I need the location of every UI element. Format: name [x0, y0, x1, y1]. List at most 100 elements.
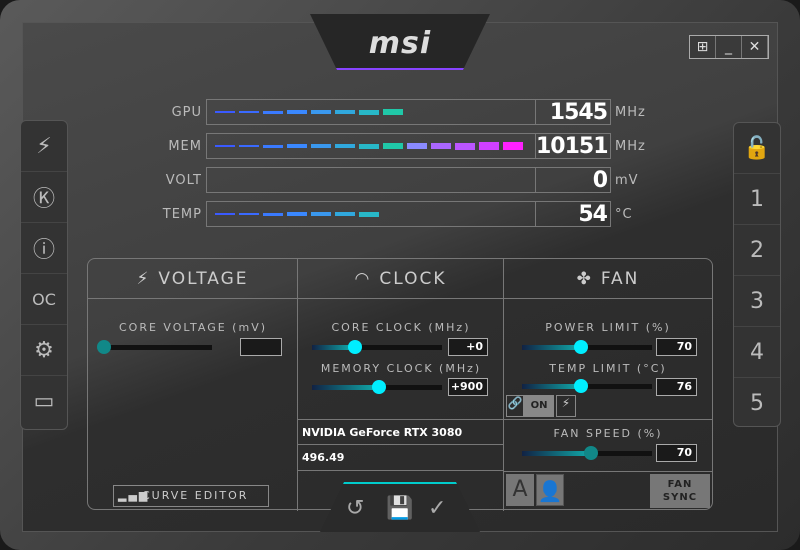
- monitor-label: VOLT: [165, 172, 202, 188]
- memory-clock-input[interactable]: +900: [448, 378, 488, 396]
- info-icon[interactable]: ⓘ: [21, 223, 67, 274]
- speedometer-icon: ◠: [354, 268, 372, 289]
- bar-segment: [215, 213, 235, 215]
- voltage-section: ⚡ VOLTAGE CORE VOLTAGE (mV) ▂▄▆CURVE EDIT…: [88, 259, 298, 511]
- core-clock-slider[interactable]: [312, 340, 442, 354]
- apply-icon[interactable]: ✓: [428, 496, 447, 521]
- profile-4[interactable]: 4: [734, 327, 780, 378]
- link-icon: 🔗: [506, 395, 524, 417]
- monitor-bar: [206, 167, 536, 193]
- fan-speed-label: FAN SPEED (%): [553, 427, 663, 440]
- settings-icon[interactable]: ⚙: [21, 325, 67, 376]
- monitor-value: 0: [536, 167, 611, 193]
- bar-segment: [335, 109, 355, 115]
- driver-version: 496.49: [298, 445, 503, 471]
- monitor-label: GPU: [171, 104, 202, 120]
- monitor-bar: [206, 201, 536, 227]
- bar-segment: [479, 142, 499, 150]
- curve-editor-button[interactable]: ▂▄▆CURVE EDITOR: [113, 485, 269, 507]
- power-limit-label: POWER LIMIT (%): [545, 321, 671, 334]
- close-button[interactable]: ✕: [742, 36, 768, 58]
- monitor-label: TEMP: [162, 206, 202, 222]
- bar-segment: [311, 212, 331, 216]
- unlock-icon[interactable]: 🔓: [734, 123, 780, 174]
- bar-segment: [431, 142, 451, 150]
- profile-2[interactable]: 2: [734, 225, 780, 276]
- control-panel: ⚡ VOLTAGE CORE VOLTAGE (mV) ▂▄▆CURVE EDIT…: [87, 258, 713, 511]
- bar-segment: [215, 111, 235, 113]
- bar-segment: [239, 110, 259, 114]
- window-controls: ⊞ _ ✕: [689, 35, 769, 59]
- save-icon[interactable]: 💾: [386, 496, 414, 521]
- bar-segment: [287, 110, 307, 114]
- auto-fan-button[interactable]: A: [506, 474, 534, 506]
- temp-limit-input[interactable]: 76: [656, 378, 697, 396]
- monitor-unit: mV: [615, 172, 639, 188]
- memory-clock-slider[interactable]: [312, 380, 442, 394]
- fan-sync-button[interactable]: FAN SYNC: [650, 474, 710, 508]
- core-clock-input[interactable]: +0: [448, 338, 488, 356]
- bar-segment: [383, 143, 403, 149]
- fan-speed-input[interactable]: 70: [656, 444, 697, 462]
- monitor-unit: MHz: [615, 138, 646, 154]
- bar-segment: [359, 211, 379, 217]
- logo-tab: [310, 14, 490, 70]
- power-limit-slider[interactable]: [522, 340, 652, 354]
- bar-segment: [335, 143, 355, 149]
- bar-segment: [359, 143, 379, 149]
- fan-icon: ✤: [576, 268, 593, 289]
- monitor-row-temp: TEMP 54°C: [150, 201, 633, 227]
- k-boost-icon[interactable]: Ⓚ: [21, 172, 67, 223]
- bar-segment: [239, 144, 259, 148]
- kombustor-icon[interactable]: ⚡: [21, 121, 67, 172]
- monitor-bar: [206, 99, 536, 125]
- memory-clock-label: MEMORY CLOCK (MHz): [320, 362, 482, 375]
- monitor-bar: [206, 133, 536, 159]
- bar-segment: [287, 212, 307, 216]
- monitor-value: 54: [536, 201, 611, 227]
- windows-icon[interactable]: ⊞: [690, 36, 716, 58]
- profile-5[interactable]: 5: [750, 391, 764, 416]
- msi-logo: msi: [368, 26, 432, 61]
- monitor-label: MEM: [168, 138, 202, 154]
- gpu-name: NVIDIA GeForce RTX 3080: [298, 419, 503, 445]
- bar-segment: [311, 110, 331, 114]
- core-voltage-input[interactable]: [240, 338, 282, 356]
- fan-title: FAN: [600, 268, 640, 289]
- temp-limit-slider[interactable]: [522, 379, 652, 393]
- bar-chart-icon: ▂▄▆: [118, 489, 150, 502]
- monitor-icon[interactable]: ▭: [33, 389, 55, 414]
- profile-1[interactable]: 1: [734, 174, 780, 225]
- lightning-icon: ⚡: [136, 268, 151, 289]
- bar-segment: [239, 212, 259, 216]
- left-sidebar: ⚡ Ⓚ ⓘ OC ⚙ ▭: [20, 120, 68, 430]
- user-fan-curve-button[interactable]: 👤: [536, 474, 564, 506]
- lightning-icon[interactable]: ⚡: [556, 395, 576, 417]
- profiles-sidebar: 🔓 1 2 3 4 5: [733, 122, 781, 427]
- main-area: [22, 22, 778, 532]
- voltage-title: VOLTAGE: [158, 268, 249, 289]
- minimize-button[interactable]: _: [716, 36, 742, 58]
- profile-3[interactable]: 3: [734, 276, 780, 327]
- monitor-value: 1545: [536, 99, 611, 125]
- bar-segment: [455, 142, 475, 150]
- core-voltage-slider[interactable]: [97, 340, 212, 354]
- oc-scanner-icon[interactable]: OC: [21, 274, 67, 325]
- core-voltage-label: CORE VOLTAGE (mV): [118, 321, 268, 334]
- monitor-value: 10151: [536, 133, 611, 159]
- bar-segment: [359, 109, 379, 115]
- bottom-actions: ↺ 💾 ✓: [320, 482, 480, 532]
- monitor-unit: MHz: [615, 104, 646, 120]
- reset-icon[interactable]: ↺: [346, 496, 365, 521]
- link-toggle[interactable]: 🔗 ON ⚡: [506, 395, 576, 417]
- monitor-unit: °C: [615, 206, 633, 222]
- bar-segment: [215, 145, 235, 147]
- bar-segment: [383, 109, 403, 115]
- temp-limit-label: TEMP LIMIT (°C): [549, 362, 667, 375]
- core-clock-label: CORE CLOCK (MHz): [331, 321, 471, 334]
- power-limit-input[interactable]: 70: [656, 338, 697, 356]
- fan-speed-slider[interactable]: [522, 446, 652, 460]
- bar-segment: [287, 144, 307, 148]
